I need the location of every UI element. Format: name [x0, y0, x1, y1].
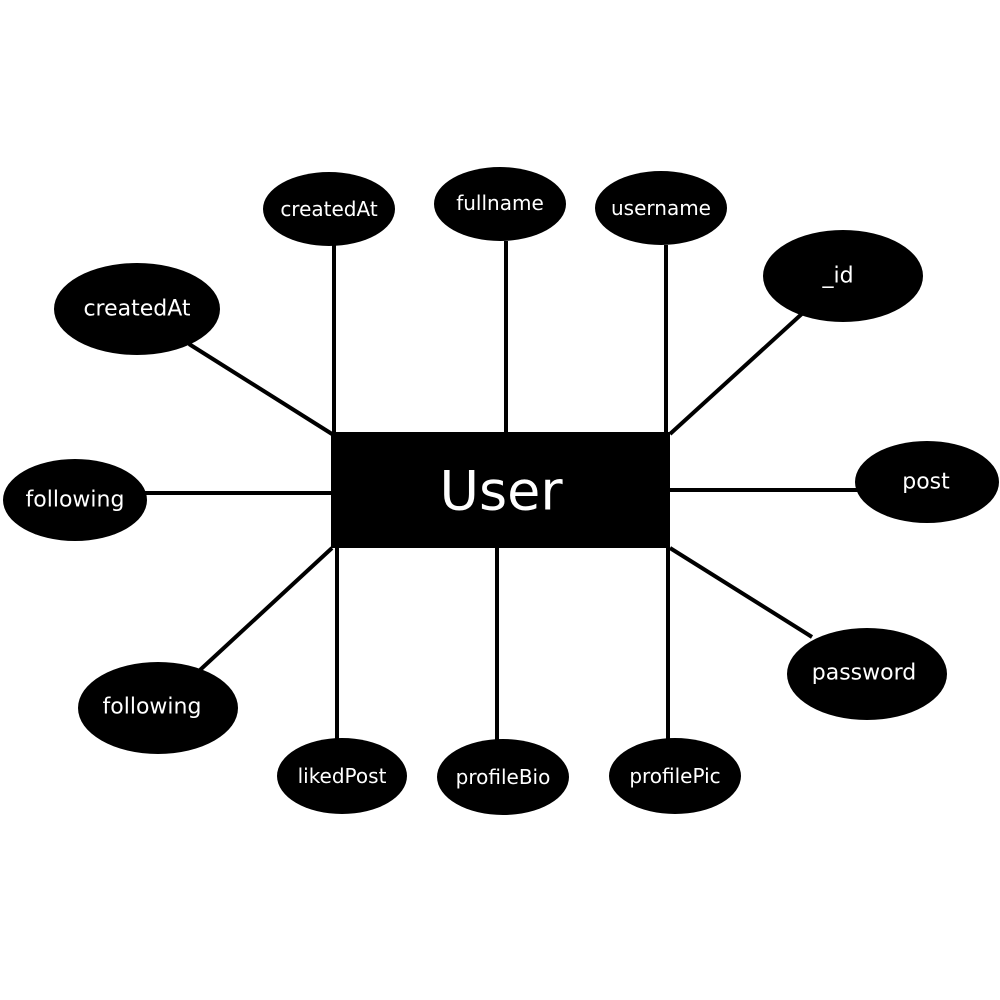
attribute-label: following — [26, 488, 125, 513]
connector-created-at-left — [187, 342, 334, 436]
attribute-label: likedPost — [298, 764, 387, 788]
attribute-post: post — [855, 441, 999, 523]
attribute-fullname: fullname — [434, 167, 566, 241]
attribute-label: createdAt — [83, 297, 190, 322]
attribute-ellipse — [54, 263, 220, 355]
entity-label: User — [439, 460, 563, 523]
attribute-ellipse — [434, 167, 566, 241]
attribute-label: createdAt — [280, 197, 378, 221]
attribute-label: profileBio — [456, 765, 551, 789]
attribute-label: fullname — [456, 191, 544, 215]
attribute-label: following — [103, 695, 202, 720]
attribute-ellipse — [437, 739, 569, 815]
attribute-ellipse — [3, 459, 147, 541]
attribute-ellipse — [787, 628, 947, 720]
connectors — [145, 241, 858, 743]
attribute-profile-bio: profileBio — [437, 739, 569, 815]
attribute-label: _id — [821, 264, 853, 289]
connector-following-bottom — [198, 546, 334, 672]
attribute-ellipse — [763, 230, 923, 322]
attribute-created-at-left: createdAt — [54, 263, 220, 355]
attribute-liked-post: likedPost — [277, 738, 407, 814]
attribute-ellipse — [595, 171, 727, 245]
attribute-created-at-top: createdAt — [263, 172, 395, 246]
attribute-label: post — [902, 470, 950, 495]
attribute-following-bottom: following — [78, 662, 238, 754]
attribute-ellipse — [263, 172, 395, 246]
connector-password — [668, 546, 814, 639]
connector-id — [668, 309, 807, 436]
attribute-following-left: following — [3, 459, 147, 541]
entity-user: User — [331, 432, 670, 548]
attribute-ellipse — [78, 662, 238, 754]
entity-box — [331, 432, 670, 548]
attribute-ellipse — [609, 738, 741, 814]
attribute-label: username — [611, 196, 711, 220]
attribute-label: profilePic — [629, 764, 720, 788]
attribute-username: username — [595, 171, 727, 245]
attribute-id: _id — [763, 230, 923, 322]
attribute-password: password — [787, 628, 947, 720]
attribute-profile-pic: profilePic — [609, 738, 741, 814]
attribute-ellipse — [277, 738, 407, 814]
attribute-ellipse — [855, 441, 999, 523]
attribute-label: password — [812, 661, 916, 686]
